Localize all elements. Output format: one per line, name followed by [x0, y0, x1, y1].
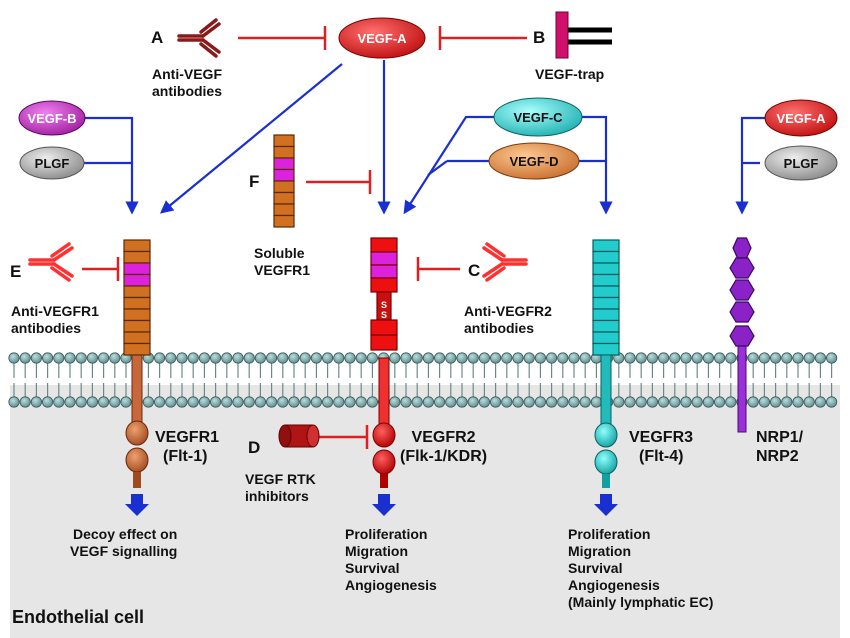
nrp-line1: NRP1/: [756, 429, 804, 446]
plgf-left-ligand: PLGF: [19, 146, 85, 180]
vegfr2-outcome-4: Angiogenesis: [345, 577, 437, 593]
vegfr3-outcome-4: Angiogenesis: [568, 577, 660, 593]
vegfr1-receptor: [123, 239, 151, 488]
vegf-d-label: VEGF-D: [509, 154, 558, 169]
vegfr3-line1: VEGFR3: [629, 429, 694, 446]
disulfide-s2: S: [381, 310, 387, 320]
anti-vegfr1-line1: Anti-VEGFR1: [11, 303, 99, 319]
vegfr2-outcome-1: Proliferation: [345, 526, 428, 542]
vegfr1-outcome-1: Decoy effect on: [73, 526, 178, 542]
vegfr3-outcome: Proliferation Migration Survival Angioge…: [568, 526, 713, 611]
label-e: E: [10, 262, 22, 281]
anti-vegfr2-text: Anti-VEGFR2 antibodies: [464, 303, 552, 337]
vegfr3-outcome-5: (Mainly lymphatic EC): [568, 594, 714, 610]
vegf-b-label: VEGF-B: [27, 111, 76, 126]
anti-vegf-antibody: [177, 18, 221, 58]
vegfr3-name: VEGFR3 (Flt-4): [629, 428, 693, 466]
vegfr2-outcome-2: Migration: [345, 543, 408, 559]
vegf-trap-text: VEGF-trap: [535, 66, 605, 82]
vegfr3-outcome-3: Survival: [568, 560, 623, 576]
vegf-c-ligand: VEGF-C: [493, 97, 583, 137]
soluble-vegfr1-text: Soluble VEGFR1: [254, 245, 310, 279]
plgf-right-label: PLGF: [784, 156, 819, 171]
nrp-line2: NRP2: [756, 448, 799, 465]
anti-vegfr2-line2: antibodies: [464, 320, 535, 336]
vegfr3-line2: (Flt-4): [639, 448, 684, 465]
nrp-receptor: [729, 237, 755, 433]
vegfr2-outcome: Proliferation Migration Survival Angioge…: [345, 526, 437, 594]
anti-vegfr1-antibody: [28, 242, 74, 282]
anti-vegfr2-antibody: [482, 242, 528, 282]
soluble-vegfr1-line1: Soluble: [254, 245, 305, 261]
soluble-vegfr1: [273, 134, 295, 228]
vegf-a-top-label: VEGF-A: [357, 31, 407, 46]
label-b: B: [533, 28, 546, 47]
vegfr1-outcome: Decoy effect on VEGF signalling: [70, 526, 177, 560]
vegfr3-outcome-2: Migration: [568, 543, 631, 559]
disulfide-s1: S: [381, 300, 387, 310]
vegf-b-ligand: VEGF-B: [18, 100, 86, 136]
anti-vegfr1-text: Anti-VEGFR1 antibodies: [11, 303, 99, 337]
vegf-a-right-label: VEGF-A: [776, 111, 826, 126]
soluble-vegfr1-line2: VEGFR1: [254, 262, 311, 278]
vegf-a-right-ligand: VEGF-A: [764, 99, 838, 137]
vegfr1-line1: VEGFR1: [155, 429, 220, 446]
anti-vegf-line1: Anti-VEGF: [152, 66, 222, 82]
label-f: F: [249, 172, 260, 191]
anti-vegf-text: Anti-VEGF antibodies: [152, 66, 222, 100]
disulfide-bond: S S: [381, 300, 387, 320]
label-d: D: [248, 438, 261, 457]
rtk-line2: inhibitors: [245, 488, 309, 504]
vegfr3-outcome-1: Proliferation: [568, 526, 651, 542]
vegfr1-line2: (Flt-1): [163, 448, 208, 465]
vegfr1-name: VEGFR1 (Flt-1): [155, 428, 219, 466]
rtk-inhibitor-icon: [278, 424, 320, 448]
vegfr2-receptor: [370, 237, 398, 488]
vegfr1-outcome-2: VEGF signalling: [70, 543, 178, 559]
activation-arrows: [84, 60, 765, 215]
anti-vegfr2-line1: Anti-VEGFR2: [464, 303, 552, 319]
label-a: A: [151, 28, 164, 47]
vegfr2-outcome-3: Survival: [345, 560, 400, 576]
plgf-left-label: PLGF: [35, 156, 70, 171]
label-c: C: [468, 261, 481, 280]
downstream-arrows: [125, 494, 618, 516]
rtk-inhibitors-text: VEGF RTK inhibitors: [245, 471, 316, 505]
plgf-right-ligand: PLGF: [764, 145, 838, 181]
vegf-d-ligand: VEGF-D: [488, 142, 580, 180]
cytoplasm-area: [10, 385, 840, 638]
rtk-line1: VEGF RTK: [245, 471, 316, 487]
inhibition-lines: [82, 26, 527, 449]
vegf-c-label: VEGF-C: [513, 110, 563, 125]
nrp-name: NRP1/ NRP2: [756, 428, 803, 466]
anti-vegfr1-line2: antibodies: [11, 320, 82, 336]
cell-label: Endothelial cell: [12, 607, 145, 627]
ligands: VEGF-A VEGF-B PLGF VEGF-C VEGF-D VEGF-A …: [18, 17, 838, 181]
cell-membrane: [8, 352, 838, 408]
anti-vegf-line2: antibodies: [152, 83, 223, 99]
vegf-a-top-ligand: VEGF-A: [338, 17, 426, 59]
vegfr3-receptor: [592, 239, 620, 488]
vegf-trap-icon: [555, 11, 612, 59]
vegfr2-name: VEGFR2 (Flk-1/KDR): [400, 428, 487, 466]
vegfr2-line1: VEGFR2: [411, 429, 476, 446]
vegfr2-line2: (Flk-1/KDR): [400, 448, 488, 465]
